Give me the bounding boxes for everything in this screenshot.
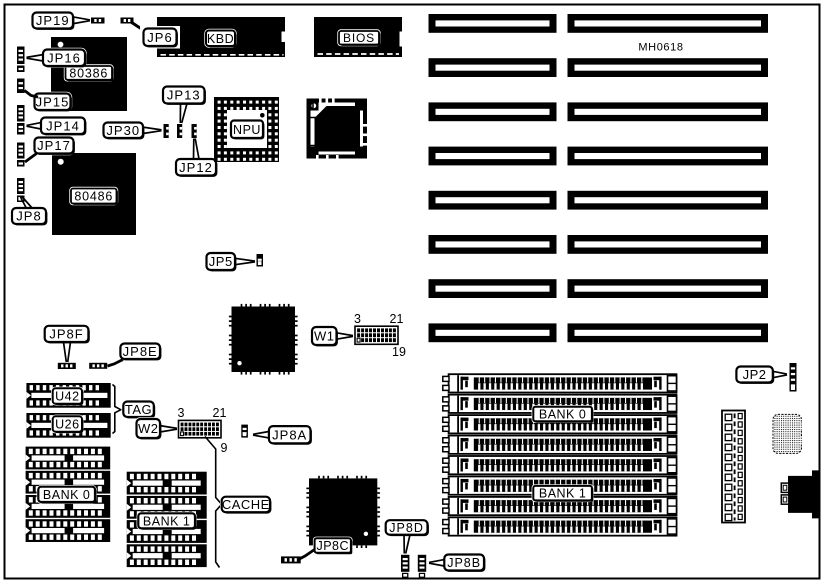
svg-text:JP8A: JP8A (272, 427, 307, 442)
svg-text:19: 19 (392, 345, 406, 359)
svg-text:U42: U42 (55, 390, 79, 404)
svg-text:JP30: JP30 (106, 123, 140, 138)
svg-text:21: 21 (213, 406, 227, 420)
svg-text:BANK 0: BANK 0 (539, 408, 586, 422)
svg-text:JP14: JP14 (46, 118, 80, 133)
svg-text:9: 9 (221, 441, 228, 455)
svg-text:BANK 1: BANK 1 (143, 514, 190, 528)
svg-text:JP5: JP5 (209, 254, 233, 269)
svg-text:JP8B: JP8B (447, 556, 481, 570)
svg-text:JP15: JP15 (36, 94, 70, 109)
svg-text:KBD: KBD (207, 32, 234, 46)
svg-text:JP8D: JP8D (389, 521, 424, 535)
svg-text:JP19: JP19 (36, 13, 70, 28)
svg-text:TAG: TAG (125, 402, 152, 417)
svg-text:80486: 80486 (74, 190, 113, 204)
svg-text:JP16: JP16 (47, 50, 81, 65)
svg-text:80386: 80386 (69, 66, 108, 80)
svg-text:MH0618: MH0618 (638, 42, 683, 54)
svg-text:JP8: JP8 (16, 209, 41, 224)
svg-text:JP12: JP12 (179, 160, 213, 175)
svg-text:JP8E: JP8E (123, 344, 158, 359)
svg-text:BANK 0: BANK 0 (43, 488, 90, 502)
svg-text:W1: W1 (314, 329, 335, 344)
svg-text:21: 21 (390, 312, 404, 326)
svg-text:JP6: JP6 (147, 30, 172, 45)
svg-text:BANK 1: BANK 1 (539, 487, 586, 501)
svg-text:JP8C: JP8C (316, 539, 349, 553)
svg-text:W2: W2 (138, 421, 159, 436)
svg-text:3: 3 (354, 312, 361, 326)
svg-text:CACHE: CACHE (222, 497, 270, 512)
svg-text:NPU: NPU (233, 123, 261, 137)
svg-text:3: 3 (178, 406, 185, 420)
svg-text:U26: U26 (55, 418, 79, 432)
svg-text:BIOS: BIOS (343, 31, 375, 45)
svg-text:JP17: JP17 (37, 138, 71, 153)
svg-text:JP13: JP13 (167, 88, 201, 103)
svg-text:JP8F: JP8F (49, 327, 83, 342)
svg-text:JP2: JP2 (743, 367, 767, 382)
